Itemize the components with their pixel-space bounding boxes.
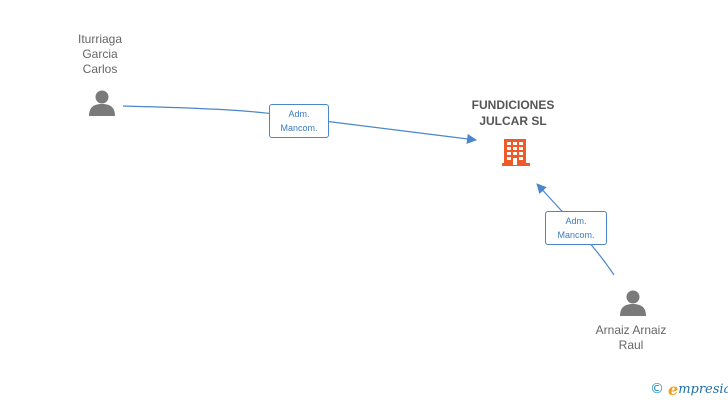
- person-icon[interactable]: [618, 289, 648, 317]
- copyright-icon: ©: [650, 381, 664, 397]
- relation-label-arnaiz[interactable]: Adm. Mancom.: [545, 211, 607, 245]
- brand-name: mpresia: [678, 381, 728, 397]
- person-name-iturriaga[interactable]: Iturriaga Garcia Carlos: [77, 32, 123, 76]
- brand-initial: e: [668, 379, 679, 399]
- person-icon[interactable]: [87, 89, 117, 117]
- person-name-arnaiz[interactable]: Arnaiz Arnaiz Raul: [595, 323, 667, 352]
- building-icon[interactable]: [500, 136, 532, 168]
- empresia-logo: © e mpresia: [650, 379, 728, 399]
- relation-label-iturriaga[interactable]: Adm. Mancom.: [269, 104, 329, 138]
- company-name[interactable]: FUNDICIONES JULCAR SL: [471, 98, 555, 128]
